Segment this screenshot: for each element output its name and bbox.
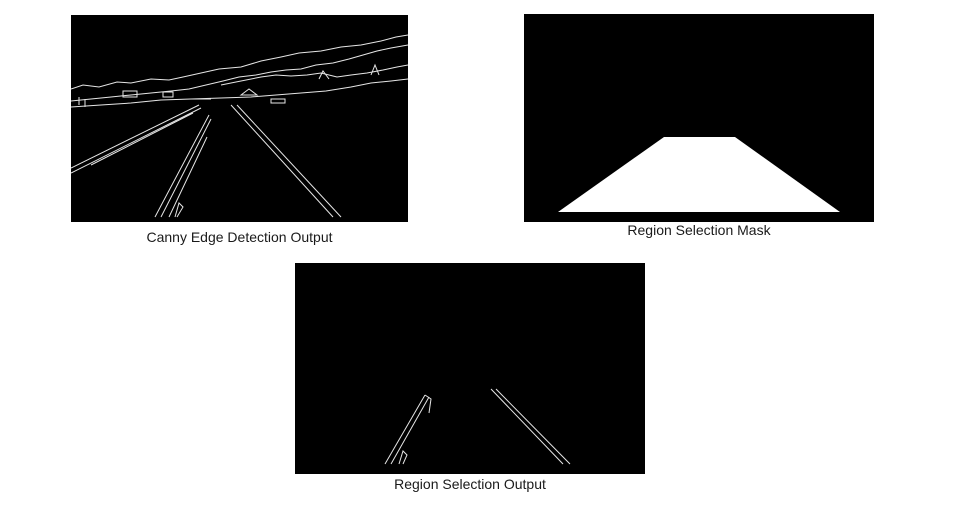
canny-caption: Canny Edge Detection Output	[146, 229, 333, 245]
mask-trapezoid	[558, 137, 840, 212]
mask-caption: Region Selection Mask	[627, 222, 771, 238]
selected-lane-lines	[384, 388, 571, 465]
region-output-image	[295, 263, 645, 474]
region-mask-image	[524, 14, 874, 222]
output-caption: Region Selection Output	[394, 476, 546, 492]
canny-edge-lines	[71, 34, 408, 218]
canny-edge-image	[71, 15, 408, 222]
